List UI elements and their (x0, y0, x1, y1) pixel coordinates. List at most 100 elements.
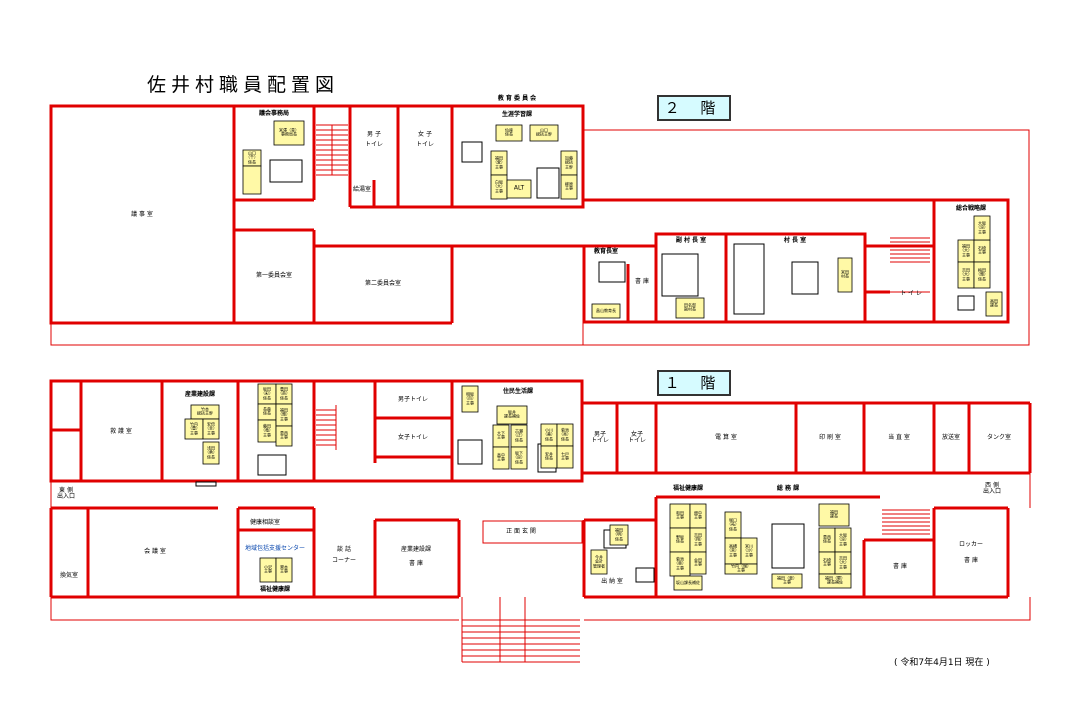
desk-label: 藤田 （竜） 主事 (261, 423, 273, 438)
room-shoko-1f-b: 書 庫 (893, 563, 907, 570)
desk-label: 白坂 （大） 主事 (493, 179, 505, 194)
room-tochoku: 当 直 室 (888, 434, 910, 441)
room-iin2: 第二委員会室 (364, 280, 402, 287)
desk-label: 坂下 （良） 係長 (513, 450, 525, 465)
desk-label: 今井 会計 管理者 (593, 554, 605, 569)
floor1-desks (184, 383, 852, 591)
room-insatsu: 印 刷 室 (819, 434, 841, 441)
room-sangyo: 産業建設課 (184, 391, 216, 398)
desk-label: 葛西 主事 (280, 430, 288, 440)
desk-label: 菊池 （亮） 係長 (559, 427, 571, 442)
desk-label: 安倍 （幸） 主事 (205, 421, 217, 436)
desk-label: 七戸 主事 (561, 451, 569, 461)
desk-label: 坂山課長補佐 (676, 579, 700, 585)
desk-label: 仙座 係長 (505, 127, 513, 137)
floor2-furniture (269, 141, 975, 315)
room-shoko-1f-c: 書 庫 (964, 557, 978, 564)
desk-label: ALT (513, 184, 525, 192)
desk-label: 福田 （愛） 主事 (493, 155, 505, 170)
room-hoso: 放送室 (941, 434, 961, 441)
floor1-outline (50, 473, 1031, 621)
room-girls-toilet-1f-east: 女子 トイレ (627, 431, 647, 444)
desk-label: 大坂 （涼） 主事 (837, 532, 849, 547)
desk-label: 坂田 （彩） 係長 (261, 386, 273, 401)
desk-label: 竹内 （豊） 主事 (188, 421, 200, 436)
front-entrance: 正 面 玄 関 (506, 528, 536, 535)
desk-label: 高橋 （茉） 主事 (727, 543, 739, 558)
desk-label: 福田 （明） 係長 (613, 527, 625, 542)
desk-label: 宮川 （沙） 主事 (743, 543, 755, 558)
desk-label: 吉田 （大） 主事 (837, 555, 849, 570)
room-boys-toilet-2f: 男 子 トイレ (364, 130, 384, 148)
desk-label: 山口 総括主幹 (536, 127, 552, 137)
desk-label: 高田 課長 (990, 298, 998, 308)
room-denki: 電 算 室 (715, 434, 737, 441)
desk-label: 和田 主事 (676, 510, 684, 520)
room-toilet-2f: ト イ レ (900, 290, 922, 297)
desk-label: 吉田 （翔） 主事 (692, 532, 704, 547)
room-tank: タンク室 (986, 434, 1012, 441)
room-kyugo: 救 護 室 (110, 428, 132, 435)
desk-label: 福田 課長 (830, 509, 838, 519)
desk-label: 鷲本 主事 (280, 564, 288, 574)
desk-label: 畠中 主事 (497, 452, 505, 462)
desk-label: 加藤 総括 主幹 (565, 155, 573, 170)
desk-label: 柳原 主事 (565, 181, 573, 191)
floor2-outline (50, 129, 1030, 346)
desk-label: 金田 主事 (694, 557, 702, 567)
room-girls-toilet-1f: 女子トイレ (397, 434, 429, 441)
desk-label: 豊田 （英） 係長 (278, 386, 290, 401)
desk-label: 宮田 村長 (841, 269, 849, 279)
desk-label: 竹本 総括主幹 (197, 406, 213, 416)
room-girls-toilet-2f: 女 子 トイレ (415, 130, 435, 148)
room-kaigi: 会 議 室 (144, 548, 166, 555)
as-of-date: ( 令和7年4月1日 現在 ) (894, 658, 990, 668)
room-kyuto: 給湯室 (352, 186, 372, 193)
desk-label: 吉田 （大） 主事 (960, 267, 972, 282)
room-danwa: 談 話 コーナー (331, 546, 357, 564)
room-fukushi-kenko-1: 福祉健康課 (259, 586, 291, 593)
room-somu: 総 務 課 (776, 485, 800, 492)
desk-label: 小川 （美） 係長 (543, 427, 555, 442)
desk-label: 浅田 （勇） 係長 (205, 445, 217, 460)
room-fukuson: 副 村 長 室 (675, 237, 707, 244)
desk-label: 菊池 （亜） 主事 (674, 556, 686, 571)
room-shoko-2f: 書 庫 (635, 278, 649, 285)
desk-label: 葛西 係長 (823, 534, 831, 544)
floor1-walls (49, 379, 1032, 599)
room-kyoiku-iinkai: 教 育 委 員 会 (497, 95, 537, 102)
desk-label: 田名部 副村長 (684, 302, 696, 312)
room-fukushi-kenko-2: 福祉健康課 (672, 485, 704, 492)
desk-label: 石崎 主事 (823, 557, 831, 567)
desk-label: 石崎 主事 (978, 245, 986, 255)
room-suito: 出 納 室 (601, 578, 623, 585)
room-iin1: 第一委員会室 (255, 272, 293, 279)
room-soncho: 村 長 室 (783, 237, 807, 244)
east-entrance: 東 側 出入口 (56, 487, 76, 500)
desk-label: 畠山教育長 (596, 307, 616, 313)
floor-2-label: ２ 階 (657, 95, 731, 121)
desk-label: 福田（夏） 主事 (777, 575, 797, 585)
desk-label: 福田 （大） 主事 (960, 243, 972, 258)
desk-label: 小沢 主事 (264, 564, 272, 574)
room-sangyo-2: 産業建設課 (400, 546, 432, 553)
desk-label: 畑中 主事 (694, 510, 702, 520)
room-gijo: 議 事 室 (131, 211, 153, 218)
room-kyoikucho: 教育長室 (593, 248, 619, 255)
desk-label: 坂井 課長補佐 (504, 409, 520, 419)
desk-label: 古瀬 （正） 係長 (513, 428, 525, 443)
room-boys-toilet-1f: 男子トイレ (397, 396, 429, 403)
room-sogo: 総合戦略課 (955, 205, 987, 212)
desk-label: 宮澤（青） 事務局長 (279, 127, 299, 137)
desk-label: 梅田 （雅） 係長 (976, 267, 988, 282)
room-gikai: 議会事務局 (258, 110, 290, 117)
room-jumin: 住民生活課 (502, 388, 534, 395)
room-shogai: 生涯学習課 (501, 111, 533, 118)
floor2-desks (242, 120, 1003, 319)
desk-label: 大坂 （涼） 主事 (976, 220, 988, 235)
desk-label: 福田（堅） 課長補佐 (825, 575, 845, 585)
desk-label: 安井 係長 (545, 451, 553, 461)
floor-1-label: １ 階 (657, 370, 731, 396)
